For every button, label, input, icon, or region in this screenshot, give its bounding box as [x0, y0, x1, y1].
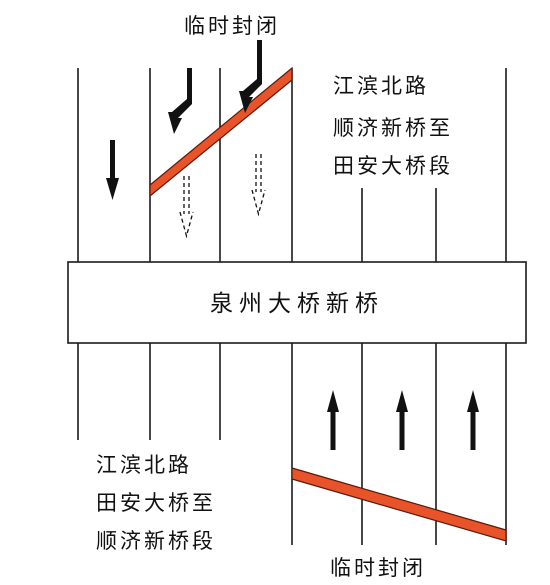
bottom-closure-label: 临时封闭 — [330, 556, 426, 580]
bottom-section-label-line-2: 田安大桥至 — [96, 491, 216, 515]
bridge-box — [67, 261, 527, 344]
dashed-down-arrow-icon — [179, 176, 194, 239]
bridge-label: 泉州大桥新桥 — [210, 291, 384, 317]
turn-down-arrow-icon — [239, 40, 262, 113]
top-closure-label: 临时封闭 — [184, 14, 280, 38]
up-arrow-icon — [467, 390, 479, 450]
bottom-section-label-line-3: 顺济新桥段 — [96, 529, 216, 553]
turn-down-arrow-icon — [168, 68, 192, 134]
bottom-section-label-line-1: 江滨北路 — [96, 453, 192, 477]
top-section-label-line-2: 顺济新桥至 — [333, 116, 453, 140]
top-closure-bar — [149, 66, 293, 198]
top-lane-lines — [77, 68, 507, 262]
down-arrow-icon — [106, 140, 119, 200]
top-section-label-line-1: 江滨北路 — [333, 74, 429, 98]
bottom-closure-bar — [291, 467, 507, 542]
dashed-down-arrow-icon — [251, 154, 266, 217]
up-arrow-icon — [327, 390, 339, 450]
top-section-label-line-3: 田安大桥段 — [333, 154, 453, 178]
up-arrow-icon — [396, 390, 408, 450]
